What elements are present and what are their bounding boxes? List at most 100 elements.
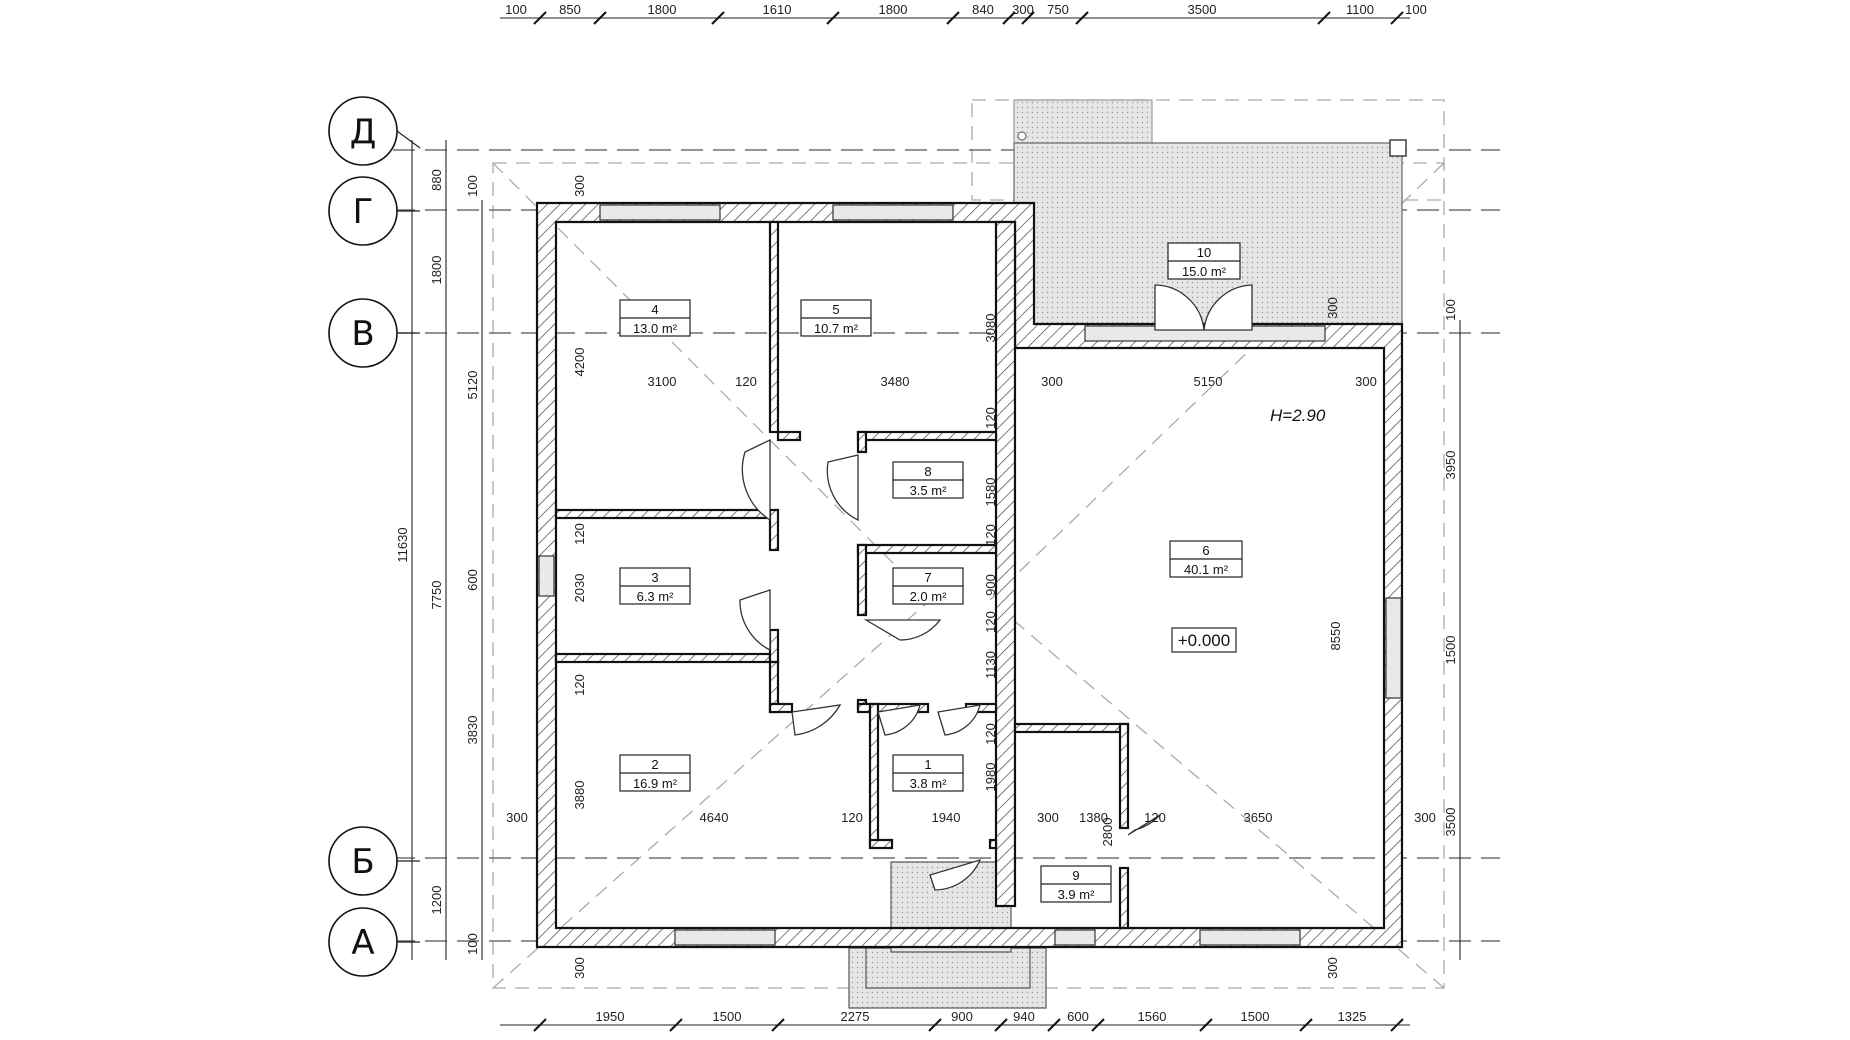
dim-bottom-6: 1560 bbox=[1138, 1009, 1167, 1024]
interior-dimensions: 3100 120 3480 300 5150 300 4200 300 3080… bbox=[506, 175, 1436, 979]
dim-bottom-1: 1500 bbox=[713, 1009, 742, 1024]
dim-int-2030: 2030 bbox=[572, 574, 587, 603]
room-4: 4 13.0 m² bbox=[619, 299, 691, 337]
dim-top-1: 850 bbox=[559, 2, 581, 17]
room-1-area: 3.8 m² bbox=[910, 776, 948, 791]
dim-int-300d: 300 bbox=[506, 810, 528, 825]
room-3-area: 6.3 m² bbox=[637, 589, 675, 604]
axis-label-v: В bbox=[351, 314, 374, 354]
left-dimensions: 880 1800 11630 1200 100 5120 7750 600 38… bbox=[395, 169, 480, 955]
room-2-number: 2 bbox=[651, 757, 658, 772]
dim-right-3950: 3950 bbox=[1443, 451, 1458, 480]
top-dimensions: 100 850 1800 1610 1800 840 300 750 3500 … bbox=[505, 2, 1427, 17]
ceiling-height-mark: H=2.90 bbox=[1270, 406, 1326, 425]
room-1: 1 3.8 m² bbox=[892, 754, 964, 792]
dim-int-3650: 3650 bbox=[1244, 810, 1273, 825]
dim-int-120d: 120 bbox=[983, 611, 998, 633]
dim-top-8: 3500 bbox=[1188, 2, 1217, 17]
dim-int-900: 900 bbox=[983, 574, 998, 596]
dim-left-100b: 100 bbox=[465, 933, 480, 955]
dim-int-3080: 3080 bbox=[983, 314, 998, 343]
dim-int-1580: 1580 bbox=[983, 478, 998, 507]
room-7-area: 2.0 m² bbox=[910, 589, 948, 604]
axis-bubbles: Д Г В Б А bbox=[328, 96, 421, 977]
axis-label-a: А bbox=[351, 923, 374, 963]
dim-top-10: 100 bbox=[1405, 2, 1427, 17]
room-9-number: 9 bbox=[1072, 868, 1079, 883]
dim-left-11630: 11630 bbox=[395, 527, 410, 562]
windows bbox=[538, 204, 1402, 946]
dim-top-0: 100 bbox=[505, 2, 527, 17]
dim-top-7: 750 bbox=[1047, 2, 1069, 17]
dim-bottom-0: 1950 bbox=[596, 1009, 625, 1024]
dim-left-5120: 5120 bbox=[465, 371, 480, 400]
room-4-number: 4 bbox=[651, 302, 658, 317]
dim-int-300c: 300 bbox=[572, 175, 587, 197]
dim-int-120g: 120 bbox=[572, 674, 587, 696]
dim-left-3830: 3830 bbox=[465, 716, 480, 745]
dim-int-4640: 4640 bbox=[700, 810, 729, 825]
dim-right-3500: 3500 bbox=[1443, 808, 1458, 837]
dim-int-120h: 120 bbox=[841, 810, 863, 825]
axis-label-b: Б bbox=[351, 842, 374, 882]
dim-top-9: 1100 bbox=[1346, 2, 1374, 17]
room-labels: 4 13.0 m² 5 10.7 m² 8 3.5 m² 3 6.3 m² 7 … bbox=[619, 242, 1243, 903]
room-3: 3 6.3 m² bbox=[619, 567, 691, 605]
dim-int-1380: 1380 bbox=[1079, 810, 1108, 825]
dim-left-880: 880 bbox=[429, 169, 444, 191]
roof-outline bbox=[492, 99, 1445, 989]
dim-int-300i: 300 bbox=[572, 957, 587, 979]
room-10-number: 10 bbox=[1197, 245, 1211, 260]
dim-bottom-5: 600 bbox=[1067, 1009, 1089, 1024]
dim-int-3480: 3480 bbox=[881, 374, 910, 389]
dim-top-4: 1800 bbox=[879, 2, 908, 17]
dim-int-120f: 120 bbox=[572, 523, 587, 545]
terrace bbox=[1013, 99, 1407, 327]
room-6-number: 6 bbox=[1202, 543, 1209, 558]
interior-walls bbox=[554, 220, 1130, 930]
dim-top-2: 1800 bbox=[648, 2, 677, 17]
dim-left-1200: 1200 bbox=[429, 886, 444, 915]
dim-bottom-4: 940 bbox=[1013, 1009, 1035, 1024]
level-mark-text: +0.000 bbox=[1178, 631, 1230, 650]
level-mark: +0.000 bbox=[1171, 627, 1237, 653]
dim-int-120b: 120 bbox=[983, 407, 998, 429]
dim-int-5150: 5150 bbox=[1194, 374, 1223, 389]
dim-bottom-2: 2275 bbox=[841, 1009, 870, 1024]
room-8-number: 8 bbox=[924, 464, 931, 479]
axis-label-g: Г bbox=[353, 192, 374, 232]
dim-int-120c: 120 bbox=[983, 524, 998, 546]
dim-int-2800: 2800 bbox=[1100, 818, 1115, 847]
dim-top-3: 1610 bbox=[763, 2, 792, 17]
room-4-area: 13.0 m² bbox=[633, 321, 678, 336]
room-10: 10 15.0 m² bbox=[1167, 242, 1241, 280]
dim-int-4200: 4200 bbox=[572, 348, 587, 377]
dim-int-120a: 120 bbox=[735, 374, 757, 389]
room-9: 9 3.9 m² bbox=[1040, 865, 1112, 903]
dim-int-300f: 300 bbox=[1414, 810, 1436, 825]
doors bbox=[739, 284, 1253, 891]
room-7: 7 2.0 m² bbox=[892, 567, 964, 605]
dim-int-300a: 300 bbox=[1041, 374, 1063, 389]
room-6: 6 40.1 m² bbox=[1169, 540, 1243, 578]
dim-int-1130: 1130 bbox=[983, 651, 998, 679]
room-5-number: 5 bbox=[832, 302, 839, 317]
dim-top-6: 300 bbox=[1012, 2, 1034, 17]
dim-right-100: 100 bbox=[1443, 299, 1458, 321]
room-8-area: 3.5 m² bbox=[910, 483, 948, 498]
room-5: 5 10.7 m² bbox=[800, 299, 872, 337]
dim-bottom-7: 1500 bbox=[1241, 1009, 1270, 1024]
right-dimensions: 100 3950 1500 3500 bbox=[1443, 299, 1458, 836]
dimension-lines bbox=[411, 17, 1461, 1026]
dim-int-300g: 300 bbox=[1325, 297, 1340, 319]
dimension-ticks bbox=[533, 11, 1404, 1032]
dim-left-600: 600 bbox=[465, 569, 480, 591]
room-10-area: 15.0 m² bbox=[1182, 264, 1227, 279]
dim-int-3880: 3880 bbox=[572, 781, 587, 810]
dim-int-3100: 3100 bbox=[648, 374, 677, 389]
dim-int-1940: 1940 bbox=[932, 810, 961, 825]
room-5-area: 10.7 m² bbox=[814, 321, 859, 336]
axis-label-d: Д bbox=[350, 112, 377, 152]
room-3-number: 3 bbox=[651, 570, 658, 585]
